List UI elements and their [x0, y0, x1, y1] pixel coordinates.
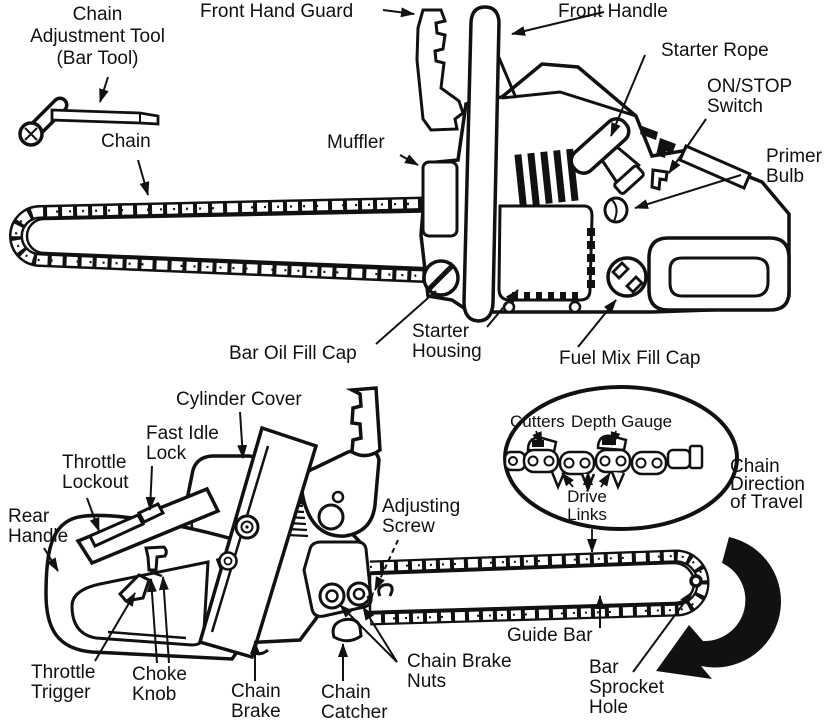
top-saw-body	[419, 62, 791, 314]
fast-idle-lock-label: Fast Idle Lock	[146, 423, 219, 464]
bar-tool-drawing	[18, 96, 160, 147]
throttle-lockout-shape	[87, 513, 146, 548]
fuel-mix-fill-cap-label: Fuel Mix Fill Cap	[559, 348, 701, 369]
front-hand-guard-label: Front Hand Guard	[200, 1, 354, 22]
throttle-trigger-label: Throttle Trigger	[31, 662, 96, 703]
starter-rope-label: Starter Rope	[661, 40, 769, 61]
throttle-lockout-label: Throttle Lockout	[62, 452, 129, 493]
muffler-label: Muffler	[327, 132, 385, 153]
cylinder-cover-label: Cylinder Cover	[176, 389, 302, 410]
chain-catcher-label: Chain Catcher	[321, 682, 388, 723]
housing-ticks	[512, 228, 595, 299]
engine-vents	[514, 148, 579, 207]
front-handle-shape	[462, 5, 501, 323]
leader-arrows	[43, 7, 742, 681]
chain-brake-nut	[318, 582, 346, 610]
chain-brake-label: Chain Brake	[231, 681, 281, 722]
grip-and-levers	[75, 486, 221, 578]
on-stop-switch-shape	[650, 168, 669, 191]
chain-closeup-inset	[503, 385, 739, 553]
bar-sprocket-hole-label: Bar Sprocket Hole	[589, 657, 664, 718]
bar-tool-label: Chain Adjustment Tool (Bar Tool)	[30, 4, 165, 69]
chain-brake-nut	[346, 581, 372, 607]
top-bar-chain	[9, 196, 450, 284]
muffler-shape	[421, 160, 459, 238]
chain-brake-nuts-label: Chain Brake Nuts	[407, 651, 512, 692]
front-handle-label: Front Handle	[558, 1, 668, 22]
fuel-cap-shape	[606, 256, 648, 298]
bar-oil-fill-cap-label: Bar Oil Fill Cap	[229, 343, 357, 364]
choke-knob-shape	[144, 545, 168, 572]
rear-handle-label: Rear Handle	[8, 506, 69, 547]
depth-gauge-label: Depth Gauge	[571, 412, 673, 431]
starter-housing-shape	[497, 204, 594, 302]
drive-links-label: Drive Links	[567, 487, 607, 524]
chain-direction-label: Chain Direction of Travel	[730, 456, 805, 513]
starter-housing-label: Starter Housing	[412, 321, 482, 362]
bottom-top-handle	[197, 386, 382, 660]
adjusting-screw-label: Adjusting Screw	[382, 496, 461, 537]
primer-bulb-label: Primer Bulb	[766, 146, 822, 187]
bar-sprocket-hole-shape	[689, 574, 703, 588]
bottom-bar-chain	[368, 549, 710, 626]
front-hand-guard-shape	[415, 8, 465, 132]
chain-direction-arrow	[656, 537, 782, 679]
guide-bar-label: Guide Bar	[507, 625, 593, 646]
chain-label: Chain	[101, 131, 151, 152]
choke-knob-label: Choke Knob	[132, 664, 187, 705]
brake-housing	[302, 540, 394, 643]
top-rear-handle	[647, 236, 791, 312]
on-stop-switch-label: ON/STOP Switch	[707, 76, 793, 117]
cutters-label: Cutters	[510, 412, 565, 431]
